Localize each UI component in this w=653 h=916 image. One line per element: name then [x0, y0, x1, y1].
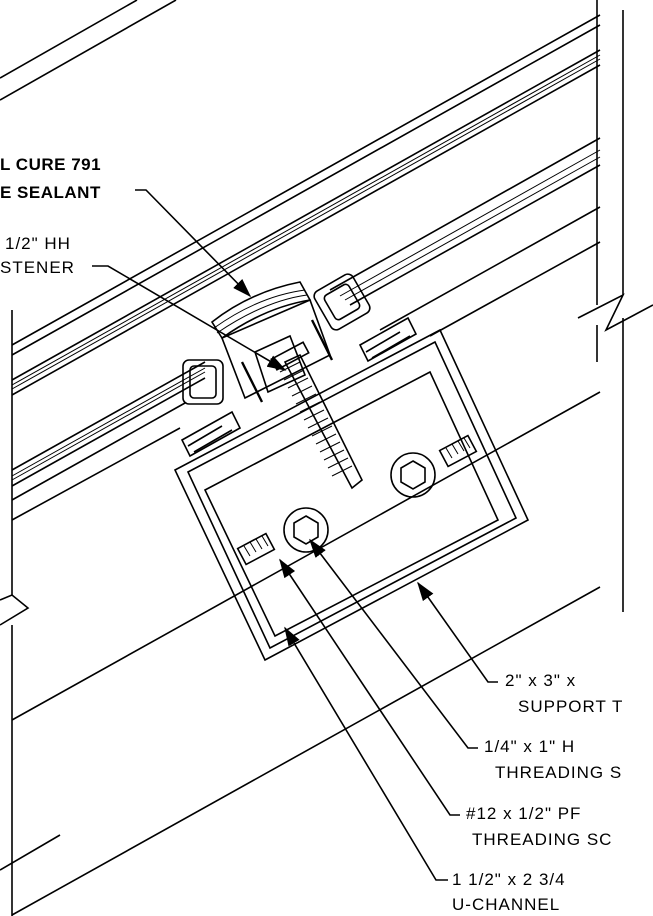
callout-support-tube: 2" x 3" x SUPPORT T — [505, 671, 623, 716]
channel-screws — [236, 434, 478, 566]
callout-sealant-line2: E SEALANT — [0, 183, 101, 202]
callout-self-threading: 1/4" x 1" H THREADING S — [484, 737, 622, 782]
callout-channel-line2: U-CHANNEL — [452, 895, 560, 914]
callout-pf-screw-line2: THREADING SC — [472, 830, 612, 849]
callout-self-thread-line1: 1/4" x 1" H — [484, 737, 575, 756]
callout-pf-screw: #12 x 1/2" PF THREADING SC — [466, 804, 612, 849]
callout-pf-screw-line1: #12 x 1/2" PF — [466, 804, 581, 823]
callout-fastener-line1: 1/2" HH — [5, 234, 71, 253]
callout-tube-line1: 2" x 3" x — [505, 671, 576, 690]
callout-self-thread-line2: THREADING S — [495, 763, 622, 782]
callout-channel-line1: 1 1/2" x 2 3/4 — [452, 870, 566, 889]
glazing-bands — [11, 14, 601, 916]
callout-fastener-line2: STENER — [0, 258, 75, 277]
leader-lines — [92, 189, 498, 881]
callout-sealant: L CURE 791 E SEALANT — [0, 155, 101, 202]
pressure-plate — [220, 298, 334, 403]
callout-sealant-line1: L CURE 791 — [0, 155, 101, 174]
callout-fastener: 1/2" HH STENER — [0, 234, 75, 277]
support-tube — [173, 328, 530, 662]
sealant-cap — [210, 281, 312, 340]
callout-tube-line2: SUPPORT T — [518, 697, 623, 716]
callout-u-channel: 1 1/2" x 2 3/4 U-CHANNEL — [452, 870, 566, 914]
gaskets — [180, 273, 418, 458]
